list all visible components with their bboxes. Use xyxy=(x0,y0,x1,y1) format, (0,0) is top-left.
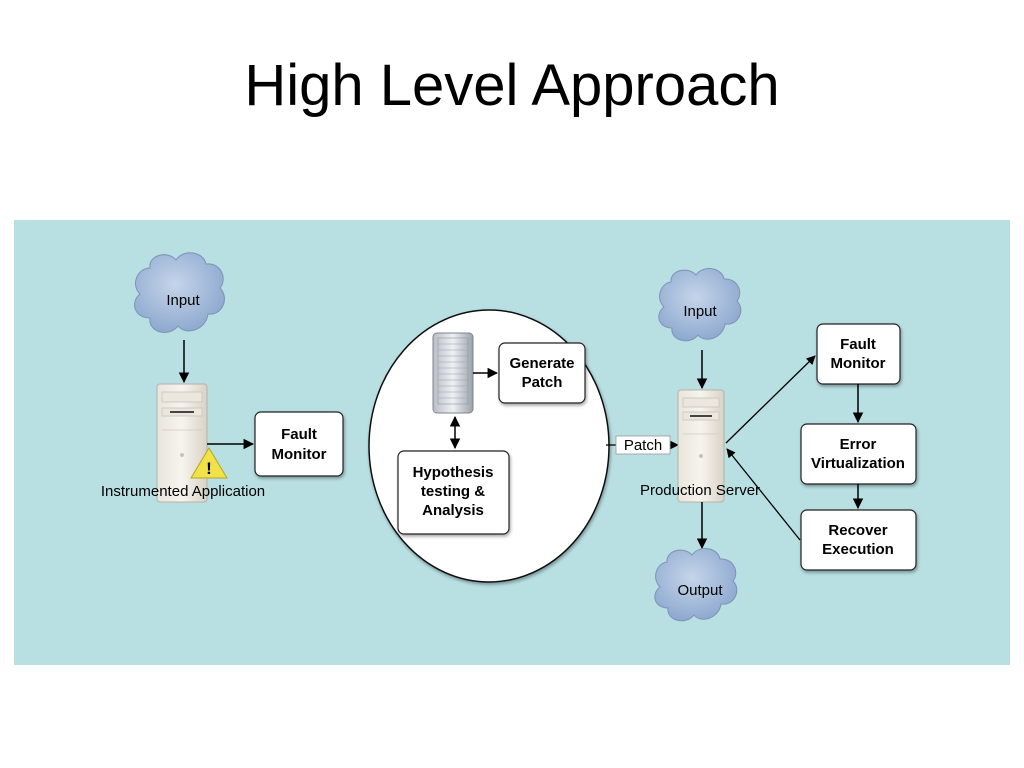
production-server-label: Production Server xyxy=(640,482,760,499)
right-fault-monitor-box: Fault Monitor xyxy=(816,323,901,385)
arrow-recover-to-server xyxy=(726,448,801,541)
left-fault-monitor-box: Fault Monitor xyxy=(254,411,344,477)
svg-text:!: ! xyxy=(206,459,212,478)
patch-label-box xyxy=(615,435,671,455)
left-fault-monitor-line2: Monitor xyxy=(272,446,327,463)
generate-patch-line2: Patch xyxy=(522,374,563,391)
slide-title: High Level Approach xyxy=(244,53,780,118)
error-virtualization-line2: Virtualization xyxy=(811,455,905,472)
arrow-server-to-fault-monitor xyxy=(725,355,816,444)
left-input-label: Input xyxy=(166,292,200,309)
generate-patch-box: Generate Patch xyxy=(498,342,586,404)
hypothesis-line3: Analysis xyxy=(422,502,484,519)
left-fault-monitor-line1: Fault xyxy=(281,426,317,443)
warning-icon: ! xyxy=(190,447,228,479)
error-virtualization-line1: Error xyxy=(840,436,877,453)
right-fault-monitor-line2: Monitor xyxy=(831,355,886,372)
recover-execution-line1: Recover xyxy=(828,522,887,539)
hypothesis-box: Hypothesis testing & Analysis xyxy=(397,450,510,535)
right-input-cloud: Input xyxy=(658,268,742,342)
error-virtualization-box: Error Virtualization xyxy=(800,423,917,485)
production-server-tower-icon xyxy=(677,389,725,503)
hypothesis-line1: Hypothesis xyxy=(413,464,494,481)
generate-patch-line1: Generate xyxy=(509,355,574,372)
recover-execution-line2: Execution xyxy=(822,541,894,558)
output-cloud: Output xyxy=(654,548,738,622)
patch-label: Patch xyxy=(624,437,662,454)
left-input-cloud: Input xyxy=(134,252,225,333)
recover-execution-box: Recover Execution xyxy=(800,509,917,571)
right-fault-monitor-line1: Fault xyxy=(840,336,876,353)
right-input-label: Input xyxy=(683,303,717,320)
analysis-server-icon xyxy=(432,332,474,414)
output-label: Output xyxy=(677,582,723,599)
instrumented-app-label: Instrumented Application xyxy=(101,483,265,500)
hypothesis-line2: testing & xyxy=(421,483,485,500)
